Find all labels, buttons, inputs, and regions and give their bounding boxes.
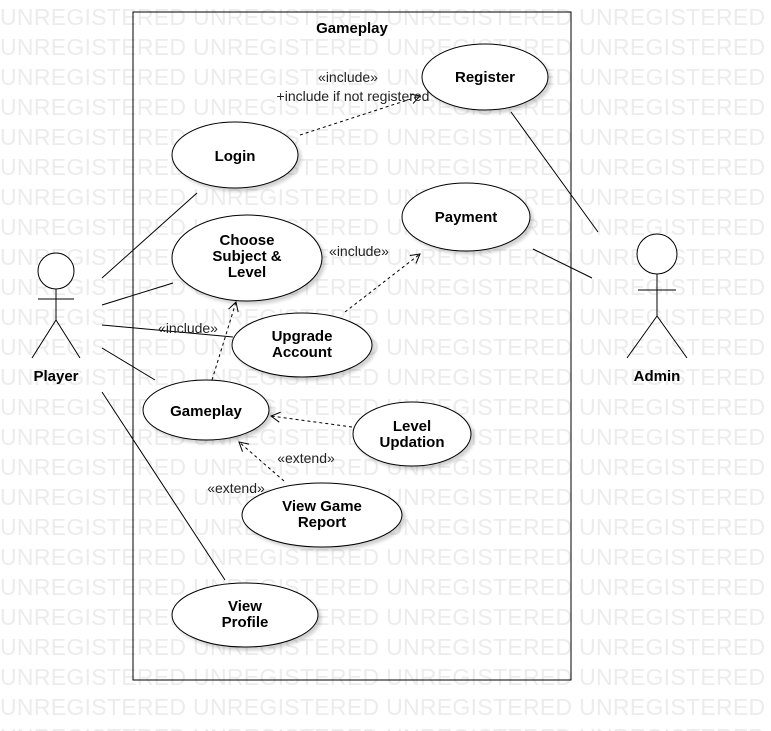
dep-gameplay-choose (211, 301, 239, 381)
watermark-row: UNREGISTERED UNREGISTERED UNREGISTERED U… (0, 64, 771, 90)
watermark-row: UNREGISTERED UNREGISTERED UNREGISTERED U… (0, 34, 771, 60)
usecase-view-profile[interactable]: View Profile (171, 582, 319, 648)
watermark-row: UNREGISTERED UNREGISTERED UNREGISTERED U… (0, 544, 771, 570)
watermark-row: UNREGISTERED UNREGISTERED UNREGISTERED U… (0, 94, 771, 120)
usecase-level-line2: Updation (380, 434, 445, 451)
usecase-choose-line1: Choose (219, 232, 274, 249)
stereotype-include-payment: «include» (329, 243, 389, 259)
player-head (37, 252, 75, 290)
watermark-row: UNREGISTERED UNREGISTERED UNREGISTERED U… (0, 664, 771, 690)
player-actor[interactable]: Player (31, 252, 81, 385)
watermark-row: UNREGISTERED UNREGISTERED UNREGISTERED U… (0, 124, 771, 150)
usecase-level-line1: Level (393, 418, 431, 435)
usecase-profile-line2: Profile (222, 614, 269, 631)
watermark-row: UNREGISTERED UNREGISTERED UNREGISTERED U… (0, 304, 771, 330)
usecase-choose-line3: Level (228, 264, 266, 281)
watermark-row: UNREGISTERED UNREGISTERED UNREGISTERED U… (0, 574, 771, 600)
usecase-login[interactable]: Login (171, 121, 299, 189)
usecase-choose-line2: Subject & (212, 248, 281, 265)
usecase-payment-label: Payment (435, 209, 498, 226)
watermark-row: UNREGISTERED UNREGISTERED UNREGISTERED U… (0, 4, 771, 30)
stereotype-include-upgrade: «include» (158, 320, 218, 336)
assoc-player-upgrade (101, 324, 234, 338)
usecase-gameplay-label: Gameplay (170, 403, 242, 420)
assoc-admin-payment (532, 248, 593, 279)
assoc-player-login (101, 192, 198, 279)
watermark-row: UNREGISTERED UNREGISTERED UNREGISTERED U… (0, 634, 771, 660)
dep-report-gameplay (238, 441, 285, 482)
stereotype-include-note: +include if not registered (277, 88, 430, 104)
watermark-row: UNREGISTERED UNREGISTERED UNREGISTERED U… (0, 154, 771, 180)
usecase-profile-line1: View (228, 598, 262, 615)
admin-label: Admin (634, 368, 681, 385)
watermark-row: UNREGISTERED UNREGISTERED UNREGISTERED U… (0, 274, 771, 300)
usecase-gameplay[interactable]: Gameplay (142, 379, 270, 441)
usecase-login-label: Login (215, 148, 256, 165)
watermark-row: UNREGISTERED UNREGISTERED UNREGISTERED U… (0, 334, 771, 360)
admin-head (636, 233, 678, 275)
system-boundary-title: Gameplay (316, 20, 388, 37)
player-label: Player (33, 368, 78, 385)
assoc-admin-register (510, 111, 599, 233)
stereotype-extend-report: «extend» (207, 480, 265, 496)
system-boundary (132, 11, 572, 681)
watermark-row: UNREGISTERED UNREGISTERED UNREGISTERED U… (0, 604, 771, 630)
usecase-report-line2: Report (298, 514, 346, 531)
usecase-view-game-report[interactable]: View Game Report (241, 482, 403, 548)
assoc-player-choose (101, 282, 174, 306)
watermark-row: UNREGISTERED UNREGISTERED UNREGISTERED U… (0, 722, 771, 731)
usecase-register[interactable]: Register (421, 43, 549, 111)
watermark-row: UNREGISTERED UNREGISTERED UNREGISTERED U… (0, 214, 771, 240)
usecase-payment[interactable]: Payment (401, 182, 531, 252)
stereotype-extend-level: «extend» (277, 450, 335, 466)
assoc-player-gameplay (101, 347, 156, 381)
admin-actor[interactable]: Admin (626, 233, 688, 385)
usecase-upgrade-account[interactable]: Upgrade Account (231, 312, 373, 378)
watermark-row: UNREGISTERED UNREGISTERED UNREGISTERED U… (0, 184, 771, 210)
dep-level-gameplay (269, 411, 353, 428)
watermark-row: UNREGISTERED UNREGISTERED UNREGISTERED U… (0, 694, 771, 720)
usecase-register-label: Register (455, 69, 515, 86)
usecase-report-line1: View Game (282, 498, 362, 515)
usecase-upgrade-line2: Account (272, 344, 332, 361)
assoc-player-viewprofile (101, 391, 226, 581)
dep-upgrade-payment (344, 253, 421, 313)
watermark-row: UNREGISTERED UNREGISTERED UNREGISTERED U… (0, 364, 771, 390)
usecase-upgrade-line1: Upgrade (272, 328, 333, 345)
usecase-level-updation[interactable]: Level Updation (352, 401, 472, 467)
stereotype-include-register: «include» (318, 69, 378, 85)
usecase-choose-subject-level[interactable]: Choose Subject & Level (171, 214, 323, 302)
